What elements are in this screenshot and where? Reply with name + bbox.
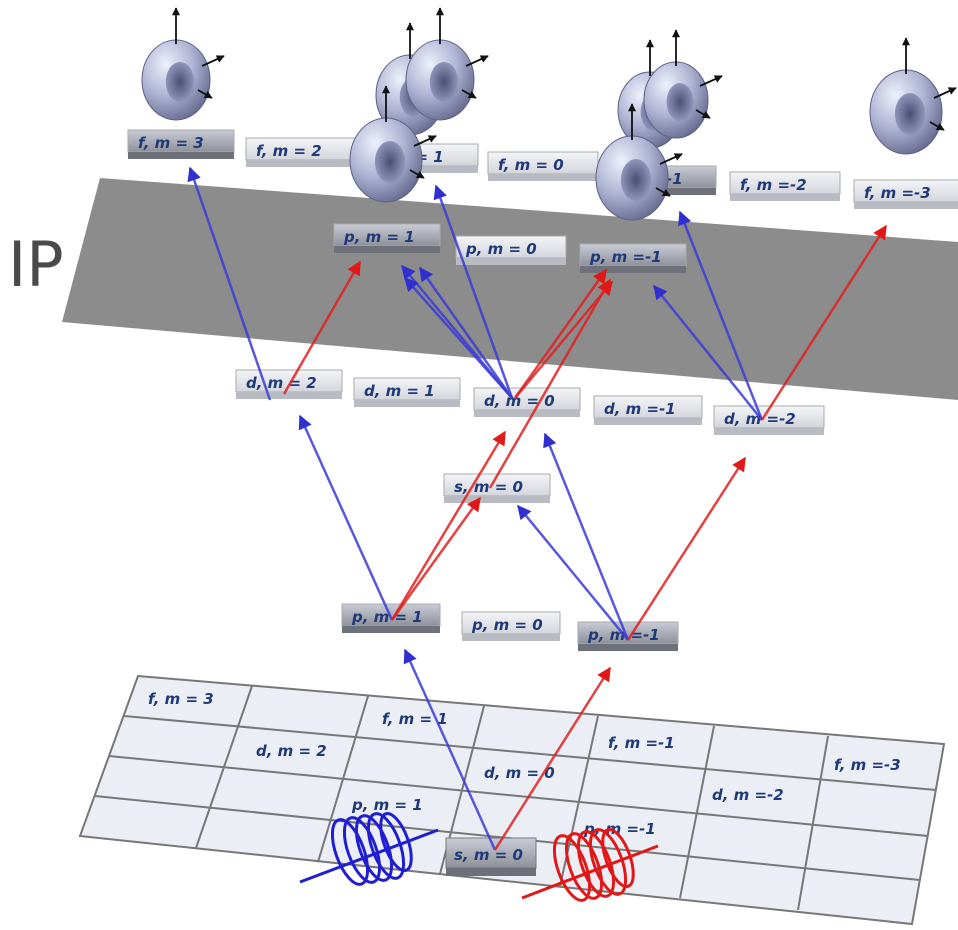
level-d-2: d, m = 0 bbox=[473, 387, 581, 417]
torus-orbitals bbox=[141, 7, 957, 221]
torus-orbital-icon bbox=[405, 7, 489, 121]
torus-orbital-icon bbox=[141, 7, 225, 121]
ground-state-slab: s, m = 0 bbox=[445, 837, 537, 876]
level-p-lower-1: p, m = 0 bbox=[461, 611, 561, 641]
red-transition-arrow bbox=[282, 260, 362, 395]
level-label: f, m =-2 bbox=[740, 176, 807, 194]
level-label: p, m = 0 bbox=[471, 616, 543, 634]
red-transition-arrow bbox=[514, 280, 613, 399]
m-grid-plane bbox=[78, 674, 946, 926]
level-p-upper-1: p, m = 0 bbox=[455, 235, 567, 265]
blue-transition-arrow bbox=[187, 166, 272, 401]
red-transition-arrow bbox=[626, 456, 747, 641]
blue-transition-arrow bbox=[403, 648, 497, 851]
torus-orbital-icon bbox=[595, 103, 683, 221]
torus-orbital-icon bbox=[643, 29, 723, 139]
red-transition-arrow bbox=[390, 430, 507, 621]
blue-helix-icon bbox=[299, 812, 439, 886]
level-f-1: f, m = 2 bbox=[245, 137, 357, 167]
level-f-5: f, m =-2 bbox=[729, 171, 841, 201]
level-label: p, m = 1 bbox=[343, 228, 415, 246]
red-transition-arrow bbox=[488, 278, 612, 489]
red-transition-arrow bbox=[760, 224, 888, 421]
level-label: f, m = 2 bbox=[256, 142, 322, 160]
level-f-6: f, m =-3 bbox=[853, 179, 958, 209]
red-transition-arrow bbox=[390, 496, 482, 621]
torus-orbital-icon bbox=[349, 85, 437, 203]
blue-transition-arrow bbox=[433, 184, 514, 399]
level-label: d, m = 2 bbox=[246, 374, 317, 392]
level-f-0: f, m = 3 bbox=[127, 129, 235, 159]
grid-label-p1: p, m = 1 bbox=[351, 796, 423, 814]
level-label: p, m = 1 bbox=[351, 608, 423, 626]
blue-transition-arrow bbox=[678, 210, 764, 421]
blue-transition-arrow bbox=[418, 266, 514, 399]
level-label: p, m =-1 bbox=[589, 248, 662, 266]
level-f-3: f, m = 0 bbox=[487, 151, 599, 181]
level-label: f, m =-3 bbox=[864, 184, 931, 202]
grid-label-fm3: f, m =-3 bbox=[834, 756, 901, 774]
level-d-1: d, m = 1 bbox=[353, 377, 461, 407]
blue-transition-arrow bbox=[404, 276, 513, 399]
transition-arrows bbox=[187, 166, 888, 851]
grid-label-d0: d, m = 0 bbox=[484, 764, 555, 782]
level-p-lower-2: p, m =-1 bbox=[577, 621, 679, 651]
grid-label-pm1: p, m =-1 bbox=[583, 820, 656, 838]
grid-labels: f, m = 3 f, m = 1 f, m =-1 f, m =-3 d, m… bbox=[148, 690, 901, 838]
grid-label-f3: f, m = 3 bbox=[148, 690, 214, 708]
level-label: d, m =-1 bbox=[604, 400, 676, 418]
ip-label: IP bbox=[8, 228, 64, 301]
level-d-3: d, m =-1 bbox=[593, 395, 703, 425]
red-transition-arrow bbox=[493, 666, 612, 851]
torus-orbital-icon bbox=[869, 37, 957, 155]
grid-label-f1: f, m = 1 bbox=[382, 710, 448, 728]
grid-label-dm2: d, m =-2 bbox=[712, 786, 784, 804]
blue-transition-arrow bbox=[543, 432, 630, 641]
grid-label-s0: s, m = 0 bbox=[454, 846, 523, 864]
level-p-upper-2: p, m =-1 bbox=[579, 243, 687, 273]
blue-transition-arrow bbox=[298, 414, 394, 621]
level-label: s, m = 0 bbox=[454, 478, 523, 496]
level-label: p, m = 0 bbox=[465, 240, 537, 258]
blue-transition-arrow bbox=[653, 284, 763, 421]
grid-label-fm1: f, m =-1 bbox=[608, 734, 675, 752]
level-label: d, m = 1 bbox=[364, 382, 435, 400]
red-helix-icon bbox=[521, 828, 659, 902]
level-label: f, m = 0 bbox=[498, 156, 564, 174]
level-label: f, m = 3 bbox=[138, 134, 204, 152]
level-p-upper-0: p, m = 1 bbox=[333, 223, 441, 253]
ip-plane bbox=[62, 178, 958, 400]
blue-transition-arrow bbox=[517, 504, 629, 641]
grid-label-d2: d, m = 2 bbox=[256, 742, 327, 760]
red-transition-arrow bbox=[513, 268, 608, 399]
